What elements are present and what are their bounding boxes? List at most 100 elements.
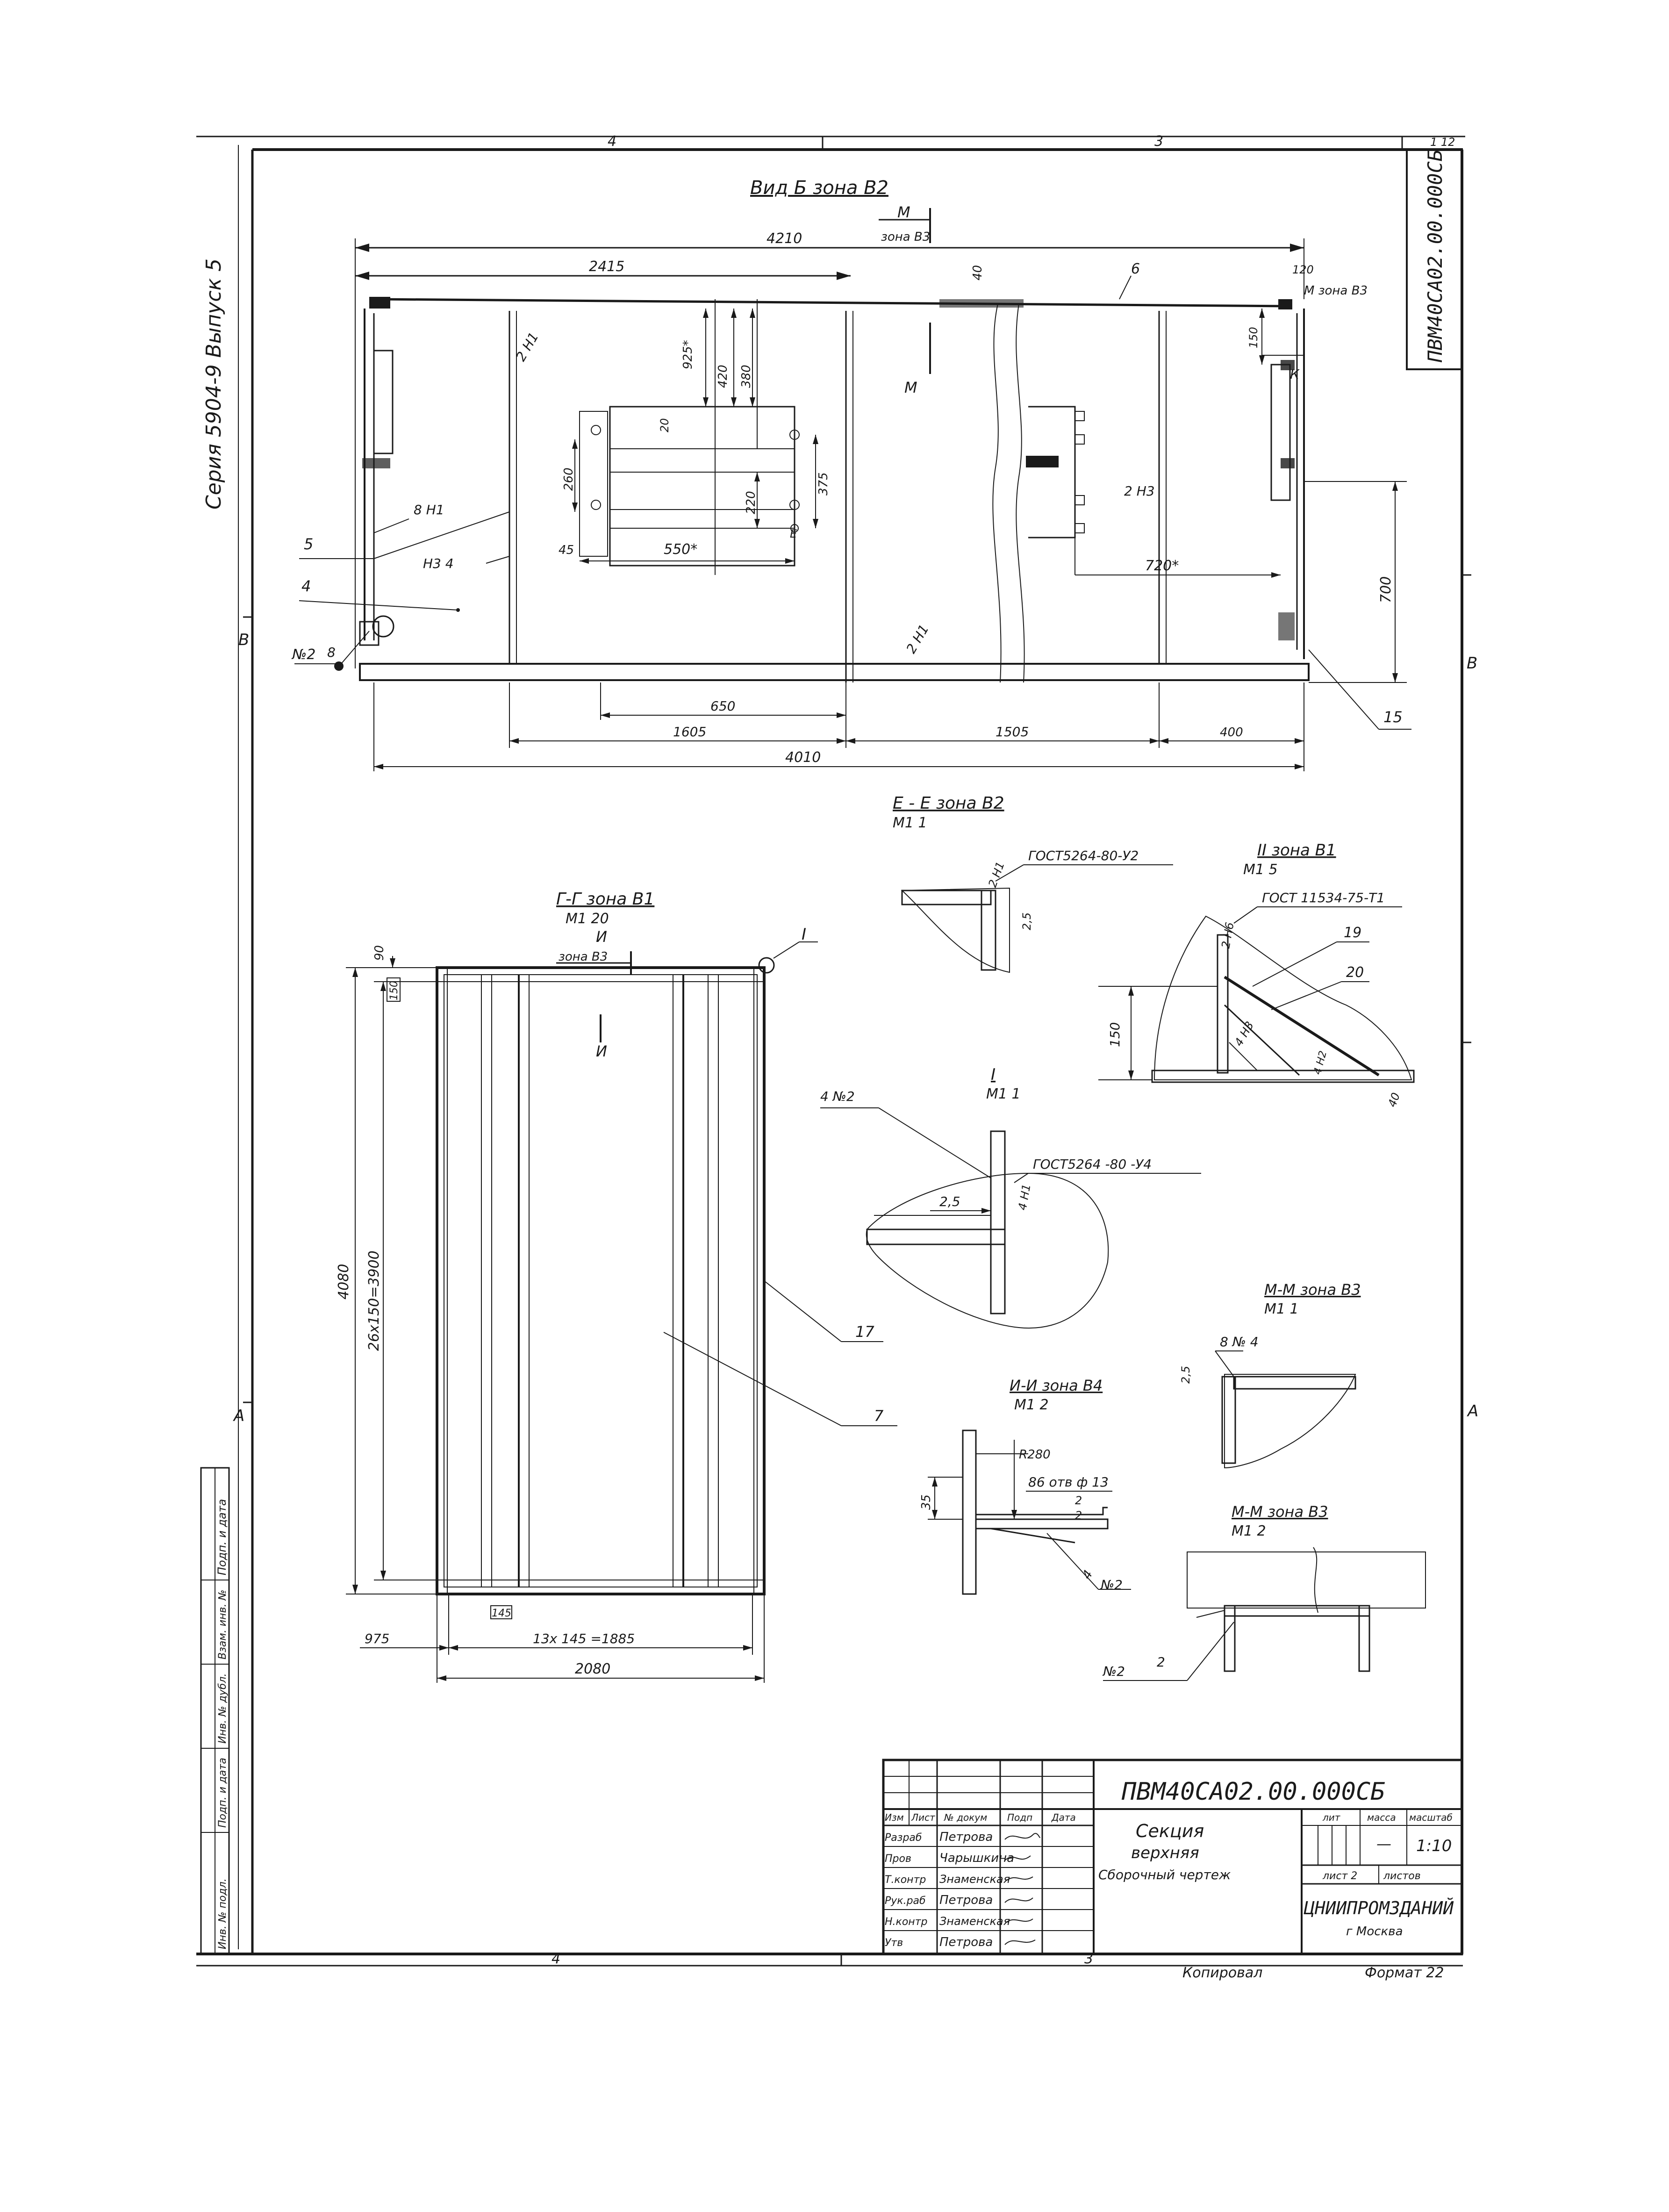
vb-w-2n3: 2 Н3 <box>1124 483 1155 499</box>
tb-city: г Москва <box>1346 1925 1403 1939</box>
mm1-weld: 8 № 4 <box>1220 1334 1259 1350</box>
tb-head-date: Дата <box>1051 1812 1076 1823</box>
d2-scale: М1 5 <box>1243 862 1278 878</box>
tb-role-6: Утв <box>885 1937 903 1949</box>
tb-name1: Секция <box>1136 1821 1204 1841</box>
tb-role-5: Н.контр <box>885 1916 927 1928</box>
vb-w-2n1a: 2 Н1 <box>513 330 541 364</box>
zone-right-a: А <box>1467 1402 1478 1421</box>
detail-1: I М1 1 4 №2 2,5 4 Н1 ГОСТ5264 -80 -У4 <box>820 1065 1201 1329</box>
title-block <box>882 1759 1463 1955</box>
vb-total: 4010 <box>785 749 821 766</box>
vb-w-2n1b: 2 Н1 <box>903 622 931 656</box>
section-uu: И-И зона В4 М1 2 R280 86 отв ф 13 2 2 35… <box>919 1377 1131 1595</box>
vb-d45: 45 <box>559 543 574 557</box>
tb-name3: Сборочный чертеж <box>1098 1867 1231 1882</box>
vb-w-8n1: 8 Н1 <box>414 502 444 517</box>
tb-role-1: Разраб <box>885 1832 922 1844</box>
d2-pos20: 20 <box>1346 964 1364 981</box>
vb-e: Е <box>790 527 797 540</box>
gg-scale: М1 20 <box>566 911 609 927</box>
tb-role-2: Пров <box>885 1853 911 1865</box>
d1-scale: М1 1 <box>986 1086 1021 1102</box>
tb-mass-v: — <box>1376 1835 1391 1853</box>
zone-top-4: 4 <box>608 133 616 150</box>
gg-width: 2080 <box>575 1661 610 1677</box>
tb-head-izm: Изм <box>885 1812 904 1823</box>
tb-head-list: Лист <box>911 1812 936 1823</box>
section-mm1: М-М зона В3 М1 1 8 № 4 2,5 <box>1179 1281 1361 1469</box>
series-label: Серия 5904-9 Выпуск 5 <box>202 259 226 510</box>
uu-scale: М1 2 <box>1014 1397 1049 1413</box>
vb-d150: 150 <box>1247 327 1260 348</box>
mm1-scale: М1 1 <box>1264 1301 1299 1317</box>
detail-2: II зона В1 М1 5 2 Н6 ГОСТ 11534-75-Т1 19… <box>1098 841 1415 1109</box>
left-strip-2: Взам. инв. № <box>217 1590 229 1659</box>
vb-d120: 120 <box>1292 263 1314 276</box>
zone-left-v: В <box>238 631 249 649</box>
vb-d20: 20 <box>658 418 671 432</box>
vb-m-top: М <box>897 203 910 221</box>
uu-n2: №2 <box>1100 1577 1123 1593</box>
tb-role-4: Рук.раб <box>885 1895 926 1907</box>
vb-m-right: М зона В3 <box>1304 284 1368 298</box>
side-code: ПВМ40СА02.00.000СБ <box>1424 150 1447 363</box>
tb-scale-h: масштаб <box>1409 1812 1453 1823</box>
mm2-scale: М1 2 <box>1232 1523 1266 1539</box>
gg-pitch-h: 13x 145 =1885 <box>533 1631 635 1646</box>
d2-w-4n2: 4 Н2 <box>1312 1049 1329 1076</box>
vb-m-left: М <box>904 379 917 396</box>
gg-u-arrow: И <box>596 1042 607 1060</box>
vb-d650: 650 <box>710 698 735 714</box>
signature-3 <box>1004 1876 1033 1882</box>
vb-d1505: 1505 <box>996 724 1029 740</box>
vb-d400: 400 <box>1220 725 1243 740</box>
uu-holes: 86 отв ф 13 <box>1028 1474 1109 1490</box>
vb-pos6: 6 <box>1131 261 1140 277</box>
tb-person-2: Чарышкина <box>939 1851 1014 1865</box>
gg-pos7: 7 <box>874 1407 884 1425</box>
vb-d220: 220 <box>744 491 758 514</box>
signature-1 <box>1004 1833 1040 1840</box>
left-strip-5: Инв. № подл. <box>217 1878 229 1949</box>
vb-w-n3-4: Н3 4 <box>423 556 454 571</box>
vb-n8: 8 <box>327 645 336 660</box>
uu-pos2b: 2 <box>1075 1509 1082 1522</box>
d2-d40: 40 <box>1385 1091 1403 1109</box>
vb-d925: 925* <box>681 340 695 369</box>
d2-w-4n3: 4 Н3 <box>1232 1019 1256 1049</box>
ee-scale: М1 1 <box>893 815 927 831</box>
tb-role-3: Т.контр <box>885 1874 926 1886</box>
vb-d260: 260 <box>562 467 576 491</box>
gg-u-zone: зона В3 <box>559 950 608 964</box>
uu-pos4: 4 <box>1080 1568 1096 1581</box>
vb-k: К <box>1290 366 1300 382</box>
gg-d150: 150 <box>388 981 400 1000</box>
tb-person-4: Петрова <box>939 1893 993 1907</box>
tb-code: ПВМ40СА02.00.000СБ <box>1121 1778 1385 1806</box>
signature-6 <box>1004 1939 1036 1945</box>
tb-mass: масса <box>1367 1812 1396 1823</box>
gg-title: Г-Г зона В1 <box>556 890 654 909</box>
mm2-title: М-М зона В3 <box>1232 1503 1328 1521</box>
section-gg: Г-Г зона В1 М1 20 И зона В3 И I 17 7 <box>336 890 897 1683</box>
vb-pos4: 4 <box>301 577 311 595</box>
d1-weld: 4 №2 <box>820 1089 855 1104</box>
gg-pos-i: I <box>802 925 806 944</box>
tb-person-1: Петрова <box>939 1830 993 1844</box>
left-strip-1: Подп. и дата <box>215 1499 229 1576</box>
d1-gost: ГОСТ5264 -80 -У4 <box>1033 1156 1152 1172</box>
vb-dim-overall: 4210 <box>766 230 802 247</box>
mm2-pos2: 2 <box>1157 1654 1165 1670</box>
d2-title: II зона В1 <box>1257 841 1336 860</box>
tb-org: ЦНИИПРОМЗДАНИЙ <box>1304 1898 1454 1918</box>
vb-pos15: 15 <box>1383 708 1403 726</box>
zone-top-right: 1 12 <box>1430 136 1455 149</box>
zone-bottom-4: 4 <box>552 1951 560 1967</box>
ee-weld: 2 Н1 <box>986 860 1007 889</box>
d2-dim: 150 <box>1107 1022 1123 1047</box>
vb-d550: 550* <box>664 541 697 558</box>
side-code-box: ПВМ40СА02.00.000СБ <box>1406 149 1463 370</box>
gg-pitch: 26x150=3900 <box>366 1250 382 1351</box>
d1-title: I <box>991 1065 996 1084</box>
